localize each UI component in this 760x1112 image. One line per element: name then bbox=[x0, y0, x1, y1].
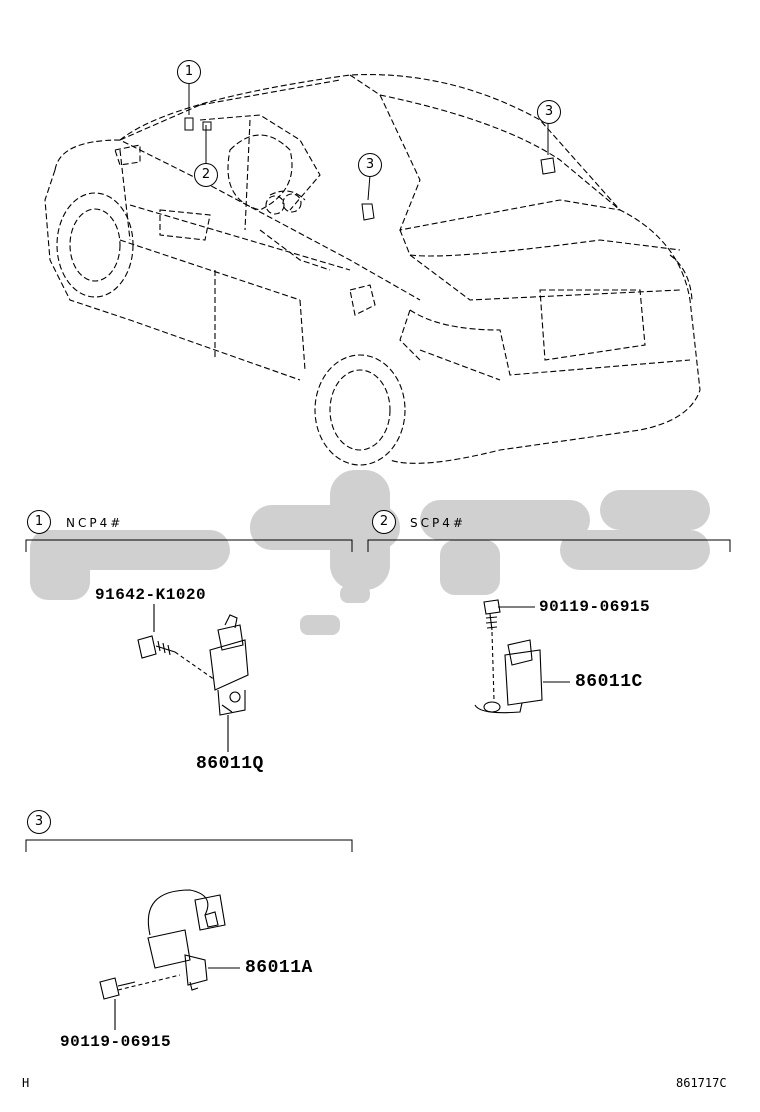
callout-3-right: 3 bbox=[537, 100, 561, 124]
section-1-model: NCP4# bbox=[66, 516, 124, 530]
section-2-number: 2 bbox=[372, 510, 396, 534]
footer-left-code: H bbox=[22, 1076, 30, 1090]
car-outline bbox=[44, 74, 701, 466]
part-number-86011A: 86011A bbox=[245, 958, 313, 978]
part-number-86011Q: 86011Q bbox=[196, 754, 264, 774]
section-1-number: 1 bbox=[27, 510, 51, 534]
part-number-86011C: 86011C bbox=[575, 672, 643, 692]
callout-1: 1 bbox=[177, 60, 201, 84]
part-number-90119-06915-s3: 90119-06915 bbox=[60, 1033, 172, 1051]
part-number-91642-K1020: 91642-K1020 bbox=[95, 586, 207, 604]
part-number-90119-06915-s2: 90119-06915 bbox=[539, 598, 651, 616]
illustration-number: 861717C bbox=[676, 1076, 727, 1090]
callout-2: 2 bbox=[194, 163, 218, 187]
callout-3-left: 3 bbox=[358, 153, 382, 177]
section-2-model: SCP4# bbox=[410, 516, 466, 530]
section-3-number: 3 bbox=[27, 810, 51, 834]
